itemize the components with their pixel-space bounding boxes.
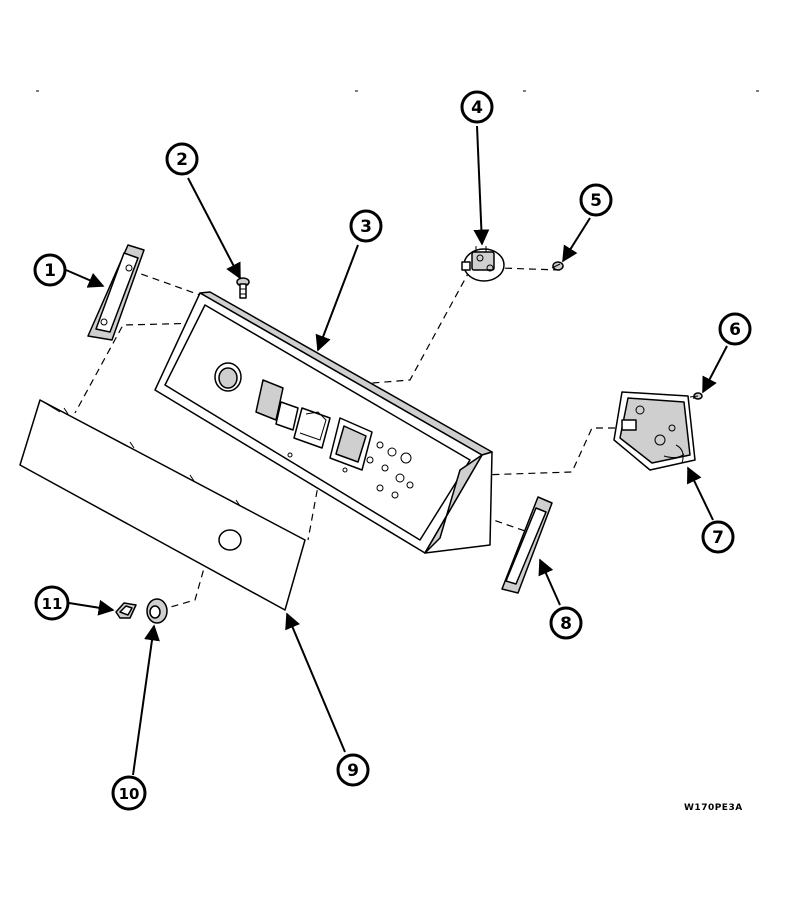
screw-part-6	[689, 392, 703, 400]
svg-text:2: 2	[176, 150, 188, 170]
callout-8: 8	[549, 606, 583, 640]
callout-4: 4	[460, 90, 494, 124]
callout-1: 1	[33, 253, 67, 287]
callout-10: 10	[111, 775, 147, 811]
front-panel	[19, 399, 306, 611]
knob-part-10	[146, 598, 168, 624]
screw-part-2	[236, 277, 250, 299]
svg-text:10: 10	[119, 785, 140, 803]
callout-3: 3	[349, 209, 383, 243]
callout-2: 2	[165, 142, 199, 176]
callout-7: 7	[701, 520, 735, 554]
control-panel-console	[154, 291, 493, 554]
svg-text:5: 5	[590, 191, 602, 211]
drawing-code-label: W170PE3A	[684, 803, 743, 813]
leader-lines	[65, 125, 728, 776]
left-end-cap	[87, 244, 145, 341]
svg-text:4: 4	[471, 98, 483, 118]
knob-insert-part-11	[115, 602, 137, 619]
svg-text:8: 8	[560, 614, 572, 634]
svg-text:11: 11	[42, 595, 63, 613]
right-end-cap	[501, 496, 553, 594]
svg-text:7: 7	[712, 528, 724, 548]
svg-text:3: 3	[360, 217, 372, 237]
callout-11: 11	[34, 585, 70, 621]
switch-part-4	[461, 246, 505, 282]
svg-text:1: 1	[44, 261, 56, 281]
svg-text:9: 9	[347, 761, 359, 781]
callout-5: 5	[579, 183, 613, 217]
callout-9: 9	[336, 753, 370, 787]
screw-part-5	[551, 261, 564, 271]
console-mounting-holes	[287, 441, 414, 499]
svg-text:6: 6	[729, 320, 741, 340]
timer-part-7	[613, 391, 696, 471]
callout-6: 6	[718, 312, 752, 346]
